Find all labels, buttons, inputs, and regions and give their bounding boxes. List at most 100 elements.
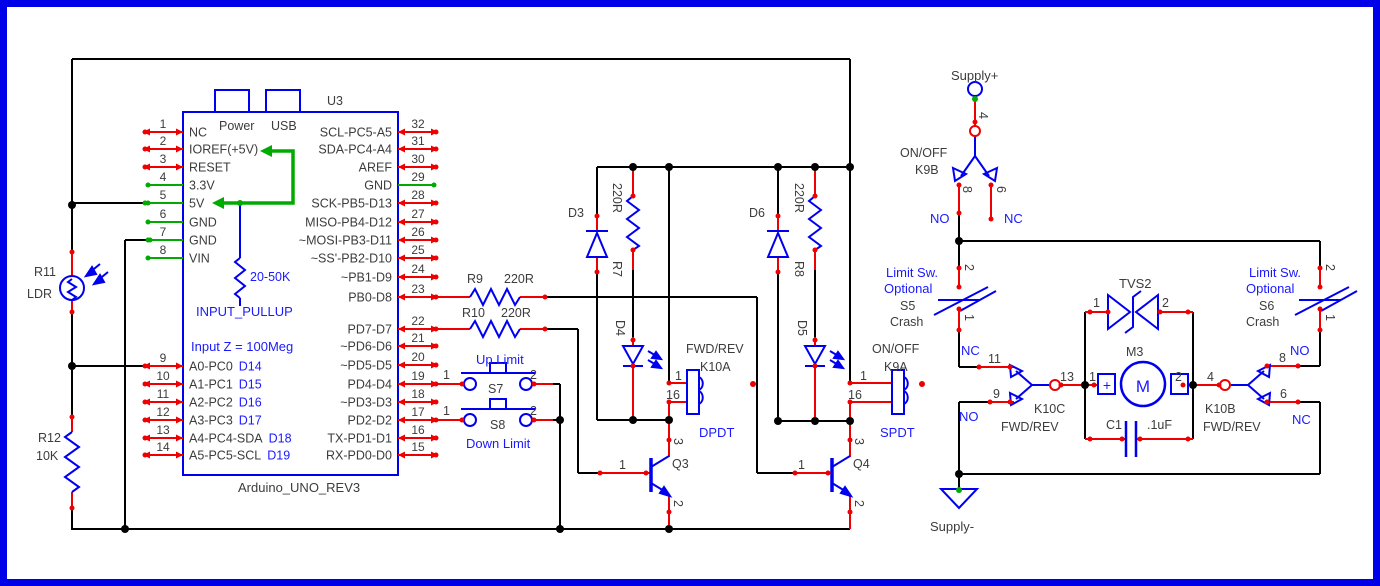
pin-arrow-inner — [398, 236, 405, 244]
k10b-pin8: 8 — [1279, 351, 1286, 365]
s8-ref: S8 — [490, 418, 505, 432]
m3-pin1: 1 — [1089, 370, 1096, 384]
k9b-no: NO — [930, 211, 950, 226]
k10a-pin1: 1 — [675, 369, 682, 383]
pin-24-right: 24~PB1-D9 — [341, 262, 439, 285]
k9a-pin16: 16 — [848, 388, 862, 402]
d3-ref: D3 — [568, 206, 584, 220]
pin-dot — [433, 129, 439, 135]
led-d4-arrow1 — [650, 350, 664, 361]
led-d5-triangle — [803, 345, 827, 367]
red-pin-dots — [69, 119, 1323, 515]
k10b-pin6: 6 — [1280, 387, 1287, 401]
pin-arrow-inner — [398, 434, 405, 442]
pin-13-number: 13 — [156, 423, 170, 437]
power-connector-label: Power — [219, 119, 254, 133]
pin-dot — [142, 146, 148, 152]
diode-d6-triangle — [766, 230, 790, 258]
r8-val: 220R — [792, 183, 806, 213]
s5-pin1: 1 — [962, 314, 976, 321]
pin-arrow-inner — [398, 342, 405, 350]
pin-dot — [142, 417, 148, 423]
s6-caption1: Limit Sw. — [1249, 265, 1301, 280]
s8-caption: Down Limit — [466, 436, 531, 451]
q4-ref: Q4 — [853, 457, 870, 471]
r10-ref: R10 — [462, 306, 485, 320]
pin-21-right: 21~PD6-D6 — [340, 331, 439, 354]
pin-arrow-inner — [176, 163, 183, 171]
pin-dot — [433, 255, 439, 261]
pin-arrow-inner — [176, 362, 183, 370]
pin-arrow-inner — [176, 128, 183, 136]
pin-23-number: 23 — [411, 282, 425, 296]
k10c-nc: NC — [961, 343, 980, 358]
q4-pin2: 2 — [852, 500, 866, 507]
led-d4-triangle — [621, 345, 645, 367]
relay-contact-k10c-icon — [1008, 363, 1049, 407]
r12-val: 10K — [36, 449, 59, 463]
pin-16-label: TX-PD1-D1 — [327, 432, 392, 446]
transistor-q4-icon — [830, 455, 854, 498]
k9b-nc: NC — [1004, 211, 1023, 226]
pin-24-label: ~PB1-D9 — [341, 271, 392, 285]
pin-dot — [433, 452, 439, 458]
pin-1-label: NC — [189, 126, 207, 140]
m3-ref: M3 — [1126, 345, 1143, 359]
pin-2-number: 2 — [160, 134, 167, 148]
q3-pin1: 1 — [619, 458, 626, 472]
s5-pin2: 2 — [962, 264, 976, 271]
ioref-arrowhead-icon — [260, 145, 272, 157]
pin-arrow-inner — [398, 199, 405, 207]
relay-contact-k9b-icon — [951, 135, 999, 183]
pin-7-number: 7 — [160, 225, 167, 239]
pin-6-label: GND — [189, 216, 217, 230]
k10b-no: NO — [1290, 343, 1310, 358]
pin-dot — [433, 200, 439, 206]
led-columns-red — [596, 167, 816, 421]
pin-4-number: 4 — [160, 170, 167, 184]
pin-arrow-inner — [398, 293, 405, 301]
power-connector-icon — [214, 89, 250, 113]
pin-dot — [433, 326, 439, 332]
pin-arrow-inner — [398, 273, 405, 281]
pin-4-left: 43.3V — [145, 170, 215, 193]
k9b-pin8: 8 — [960, 186, 974, 193]
pin-arrow-inner — [398, 398, 405, 406]
k9b-pin6: 6 — [994, 186, 1008, 193]
k9b-pin4: 4 — [976, 112, 990, 119]
pin-31-label: SDA-PC4-A4 — [318, 143, 392, 157]
s8-pin2: 2 — [530, 404, 537, 418]
motor-red — [1061, 311, 1219, 440]
k10a-ref: K10A — [700, 360, 731, 374]
pin-arrow-inner — [398, 163, 405, 171]
q3-ref: Q3 — [672, 457, 689, 471]
pin-dot — [142, 129, 148, 135]
pin-29-label: GND — [364, 179, 392, 193]
r9-val: 220R — [504, 272, 534, 286]
pin-dot — [145, 200, 151, 206]
pullup-resistor-icon — [233, 203, 247, 306]
pin-14-number: 14 — [156, 440, 170, 454]
pin-dot — [433, 294, 439, 300]
k10c-pin13: 13 — [1060, 370, 1074, 384]
pin-dot — [142, 452, 148, 458]
k10c-pin11: 11 — [988, 352, 1001, 366]
pin-19-number: 19 — [411, 369, 425, 383]
fivev-arrowhead-icon — [212, 197, 224, 209]
k10b-pin4: 4 — [1207, 370, 1214, 384]
pin-dot — [433, 362, 439, 368]
pin-arrow-inner — [398, 416, 405, 424]
red-terminals — [969, 125, 1231, 391]
pin-26-label: ~MOSI-PB3-D11 — [299, 234, 392, 248]
pin-7-label: GND — [189, 234, 217, 248]
pin-27-label: MISO-PB4-D12 — [305, 216, 392, 230]
k10c-caption: FWD/REV — [1001, 420, 1059, 434]
